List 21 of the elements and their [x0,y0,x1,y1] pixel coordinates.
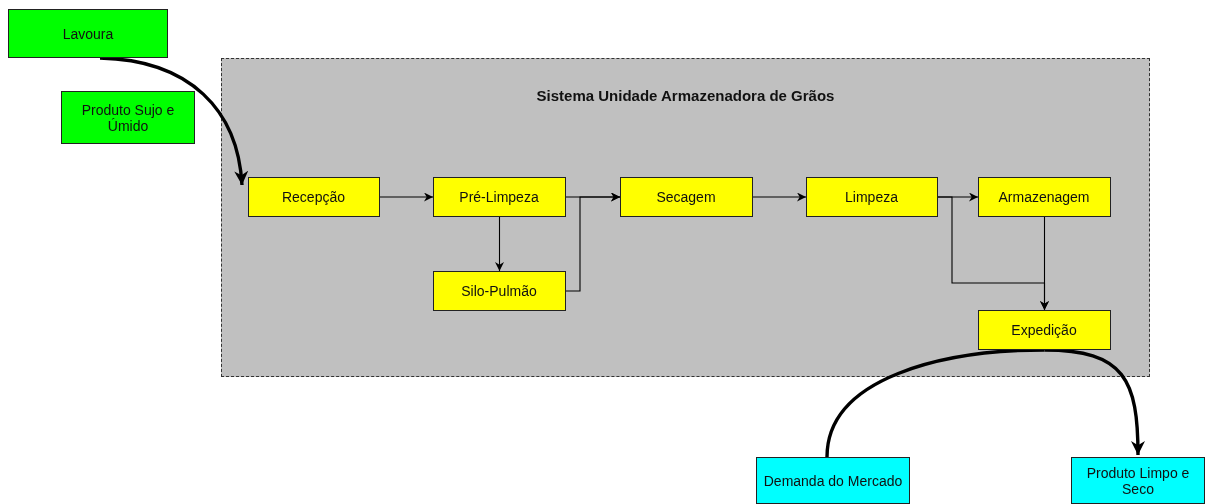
process-box: Recepção [247,176,380,217]
system-title: Sistema Unidade Armazenadora de Grãos [535,87,836,104]
process-box: Armazenagem [977,176,1111,217]
arrow [379,192,434,202]
arrow [495,216,504,272]
arrow [1044,348,1145,456]
arrow [565,192,621,292]
process-box: Demanda do Mercado [756,457,910,504]
process-box: Pré-Limpeza [432,176,566,217]
connector-line [825,348,1045,458]
process-box: Produto Limpo e Seco [1071,457,1205,504]
process-box: Lavoura [8,9,168,58]
process-box: Secagem [619,176,753,217]
system-boundary [221,58,1150,377]
arrow [752,192,807,202]
process-box: Expedição [977,309,1111,350]
arrow [1040,216,1049,311]
arrow [99,56,248,186]
process-box: Produto Sujo e Úmido [61,91,195,144]
process-box: Limpeza [805,176,938,217]
process-box: Silo-Pulmão [432,270,566,311]
